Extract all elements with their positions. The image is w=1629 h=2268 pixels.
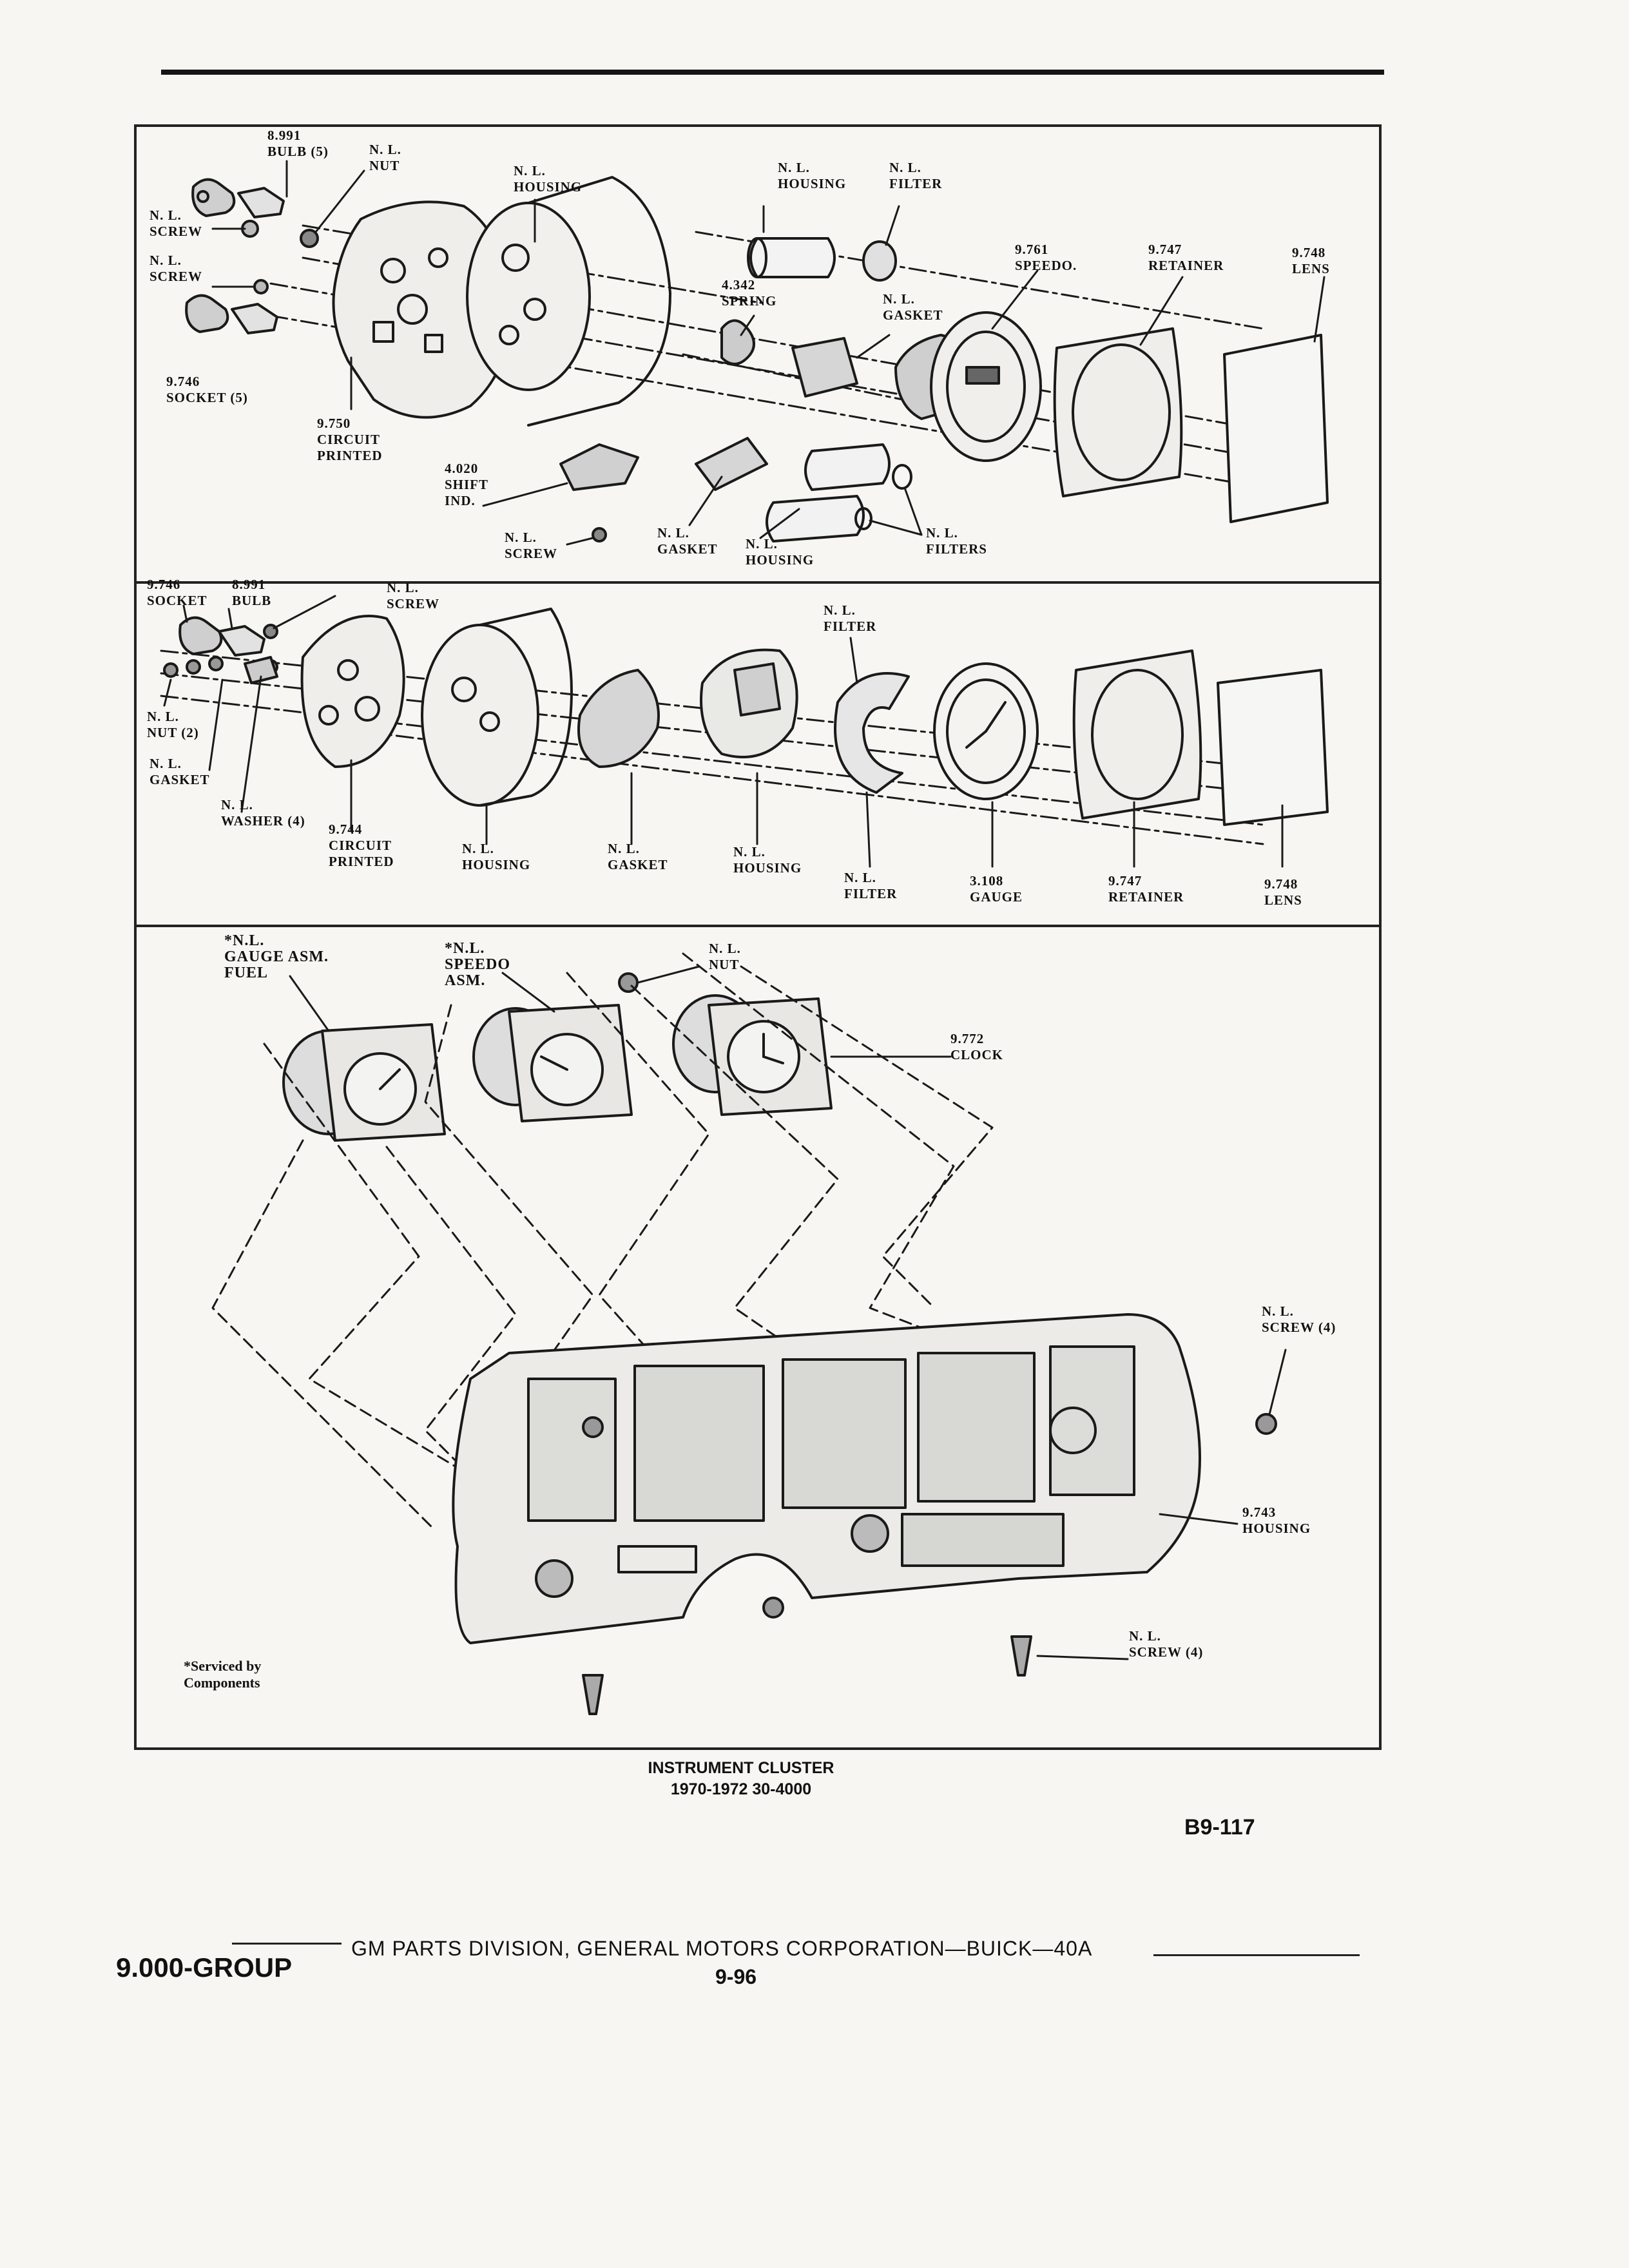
label-housing-mid-a: N. L. HOUSING bbox=[462, 841, 531, 872]
label-housing-bottom: 9.743 HOUSING bbox=[1242, 1504, 1311, 1536]
label-circuit-mid: 9.744 CIRCUIT PRINTED bbox=[329, 822, 394, 869]
figure-caption-title: INSTRUMENT CLUSTER bbox=[648, 1759, 834, 1777]
label-bulb-mid: 8.991 BULB bbox=[232, 577, 272, 608]
label-socket-mid: 9.746 SOCKET bbox=[147, 577, 207, 608]
label-screw-c: N. L. SCREW bbox=[505, 530, 558, 561]
label-shift: 4.020 SHIFT IND. bbox=[445, 461, 489, 508]
speedo-dial bbox=[894, 311, 1042, 462]
figure-caption-subtitle: 1970-1972 30-4000 bbox=[670, 1780, 812, 1798]
spring-top bbox=[720, 319, 755, 365]
shift-indicator bbox=[559, 443, 639, 491]
panel-divider-1 bbox=[134, 581, 1382, 584]
footer-group: 9.000-GROUP bbox=[116, 1952, 293, 1983]
retainer-top bbox=[1053, 327, 1183, 497]
speedo-assembly bbox=[472, 1004, 633, 1122]
label-gasket-mid-b: N. L. GASKET bbox=[608, 841, 668, 872]
instrument-panel-housing bbox=[452, 1313, 1201, 1644]
fuel-gauge-assembly bbox=[282, 1023, 446, 1142]
retainer-mid bbox=[1072, 649, 1202, 820]
gauge-dial bbox=[933, 662, 1039, 800]
footer-page-number: 9-96 bbox=[715, 1965, 757, 1988]
clock-assembly bbox=[672, 994, 833, 1116]
label-screw-a: N. L. SCREW bbox=[149, 207, 203, 239]
footer-rule-left bbox=[232, 1943, 342, 1945]
housing-top-main bbox=[466, 176, 671, 427]
label-screw-mid: N. L. SCREW bbox=[387, 580, 440, 611]
footer-corporation: GM PARTS DIVISION, GENERAL MOTORS CORPOR… bbox=[351, 1937, 1093, 1960]
label-gasket-mid-a: N. L. GASKET bbox=[149, 756, 210, 787]
gasket-top bbox=[791, 337, 858, 398]
label-circuit-top: 9.750 CIRCUIT PRINTED bbox=[317, 416, 383, 463]
top-bulb-socket-assembly bbox=[185, 178, 319, 334]
lens-top bbox=[1223, 334, 1329, 523]
label-clock: 9.772 CLOCK bbox=[950, 1031, 1004, 1062]
label-speedo: 9.761 SPEEDO. bbox=[1015, 242, 1077, 273]
top-rule bbox=[161, 70, 1384, 75]
lens-mid bbox=[1217, 669, 1329, 826]
label-housing-c: N. L. HOUSING bbox=[746, 536, 815, 568]
circuit-printed-mid bbox=[300, 615, 405, 768]
filter-mid bbox=[834, 672, 910, 794]
label-filter-mid-b: N. L. FILTER bbox=[844, 870, 898, 901]
label-filter-mid-a: N. L. FILTER bbox=[824, 602, 877, 634]
label-nut-top: N. L. NUT bbox=[369, 142, 401, 173]
middle-panel-art bbox=[160, 595, 1329, 868]
label-screw-right: N. L. SCREW (4) bbox=[1262, 1303, 1336, 1335]
label-retainer-mid: 9.747 RETAINER bbox=[1108, 873, 1184, 905]
circuit-printed-top bbox=[332, 200, 512, 419]
label-filters: N. L. FILTERS bbox=[926, 525, 987, 557]
label-gasket-a: N. L. GASKET bbox=[883, 291, 943, 323]
label-socket-top: 9.746 SOCKET (5) bbox=[166, 374, 248, 405]
label-gasket-b: N. L. GASKET bbox=[657, 525, 718, 557]
label-housing-a: N. L. HOUSING bbox=[514, 163, 583, 195]
housing-tube-top bbox=[749, 237, 836, 278]
label-gauge: 3.108 GAUGE bbox=[970, 873, 1023, 905]
footer-rule-right bbox=[1153, 1954, 1360, 1956]
label-fuel-gauge: *N.L. GAUGE ASM. FUEL bbox=[224, 932, 329, 981]
label-screw-bottom: N. L. SCREW (4) bbox=[1129, 1628, 1204, 1660]
top-panel-art bbox=[185, 160, 1329, 546]
label-housing-b: N. L. HOUSING bbox=[778, 160, 847, 191]
housing-mid-cup bbox=[700, 648, 798, 758]
label-speedo-asm: *N.L. SPEEDO ASM. bbox=[445, 940, 511, 989]
serviced-note: *Serviced by Components bbox=[184, 1658, 262, 1691]
label-filter-a: N. L. FILTER bbox=[889, 160, 943, 191]
panel-divider-2 bbox=[134, 925, 1382, 927]
label-retainer-top: 9.747 RETAINER bbox=[1148, 242, 1224, 273]
label-lens-mid: 9.748 LENS bbox=[1264, 876, 1302, 908]
label-bulb-top: 8.991 BULB (5) bbox=[267, 128, 329, 159]
label-screw-b: N. L. SCREW bbox=[149, 253, 203, 284]
figure-number: B9-117 bbox=[1184, 1815, 1255, 1840]
label-spring: 4.342 SPRING bbox=[722, 277, 777, 309]
bottom-panel-art bbox=[211, 952, 1287, 1715]
label-washer: N. L. WASHER (4) bbox=[221, 797, 305, 829]
housing-mid-main bbox=[421, 608, 573, 807]
label-lens-top: 9.748 LENS bbox=[1292, 245, 1330, 276]
label-nut-bottom: N. L. NUT bbox=[709, 941, 741, 972]
label-nut-mid: N. L. NUT (2) bbox=[147, 709, 199, 740]
label-housing-mid-b: N. L. HOUSING bbox=[733, 844, 802, 876]
gasket-lower-top bbox=[695, 437, 768, 491]
housing-lower-top bbox=[766, 495, 865, 543]
gasket-mid bbox=[577, 669, 660, 768]
diagram-frame bbox=[134, 124, 1382, 1750]
